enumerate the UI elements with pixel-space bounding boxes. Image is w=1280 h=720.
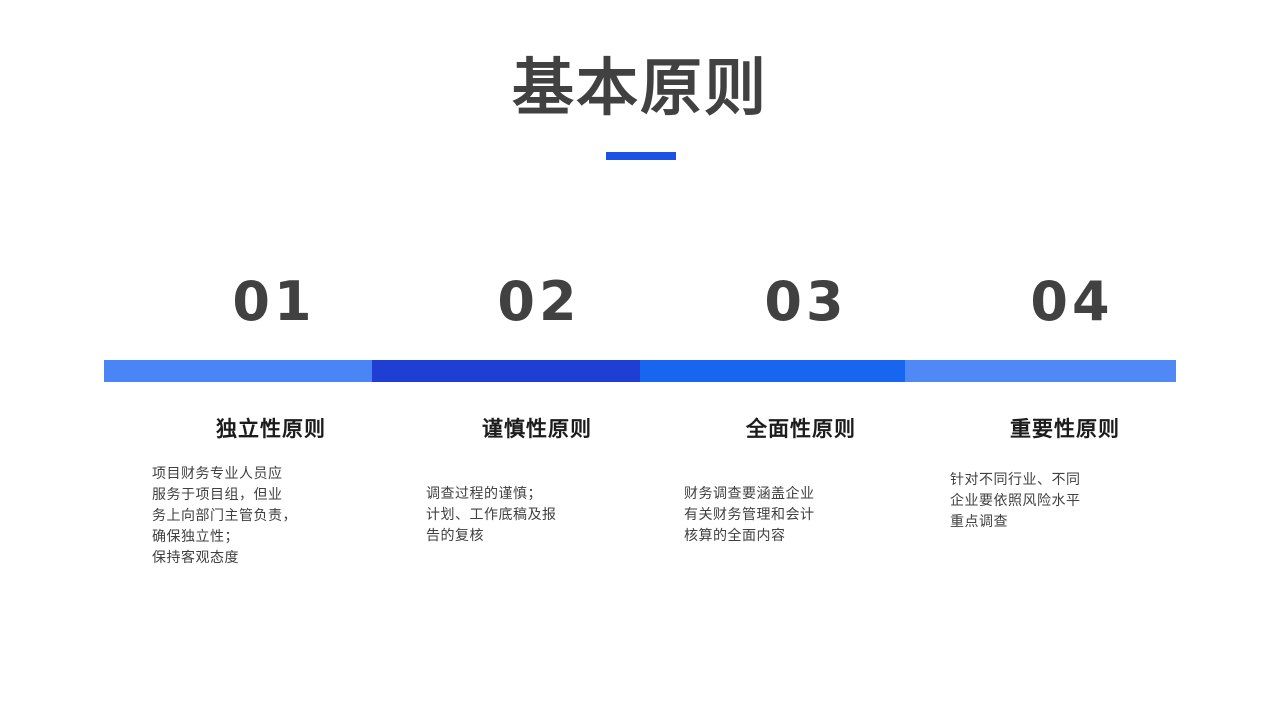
step-body-02: 调查过程的谨慎； 计划、工作底稿及报 告的复核 bbox=[426, 486, 557, 544]
step-column-02: 谨慎性原则 调查过程的谨慎； 计划、工作底稿及报 告的复核 bbox=[412, 416, 662, 547]
step-body-03: 财务调查要涵盖企业 有关财务管理和会计 核算的全面内容 bbox=[684, 486, 815, 544]
title-block: 基本原则 bbox=[0, 55, 1280, 120]
step-number-04: 04 bbox=[1030, 270, 1114, 333]
segmented-progress-bar bbox=[104, 360, 1176, 382]
title-underline-accent bbox=[606, 152, 676, 160]
step-columns: 独立性原则 项目财务专业人员应 服务于项目组，但业 务上向部门主管负责， 确保独… bbox=[104, 416, 1176, 616]
step-heading-03: 全面性原则 bbox=[746, 416, 856, 441]
bar-segment-02 bbox=[372, 360, 640, 382]
step-heading-01: 独立性原则 bbox=[216, 416, 326, 441]
bar-segment-04 bbox=[905, 360, 1176, 382]
step-heading-04: 重要性原则 bbox=[1010, 416, 1120, 441]
page-title: 基本原则 bbox=[511, 51, 768, 124]
step-column-04: 重要性原则 针对不同行业、不同 企业要依照风险水平 重点调查 bbox=[940, 416, 1190, 533]
step-number-01: 01 bbox=[232, 270, 316, 333]
step-number-02: 02 bbox=[497, 270, 581, 333]
step-column-03: 全面性原则 财务调查要涵盖企业 有关财务管理和会计 核算的全面内容 bbox=[676, 416, 926, 547]
step-body-01: 项目财务专业人员应 服务于项目组，但业 务上向部门主管负责， 确保独立性； 保持… bbox=[152, 466, 297, 566]
bar-segment-01 bbox=[104, 360, 372, 382]
step-numbers-row: 01 02 03 04 bbox=[104, 272, 1176, 338]
step-column-01: 独立性原则 项目财务专业人员应 服务于项目组，但业 务上向部门主管负责， 确保独… bbox=[146, 416, 396, 569]
bar-segment-03 bbox=[640, 360, 905, 382]
step-body-04: 针对不同行业、不同 企业要依照风险水平 重点调查 bbox=[950, 472, 1081, 530]
step-number-03: 03 bbox=[764, 270, 848, 333]
step-heading-02: 谨慎性原则 bbox=[482, 416, 592, 441]
